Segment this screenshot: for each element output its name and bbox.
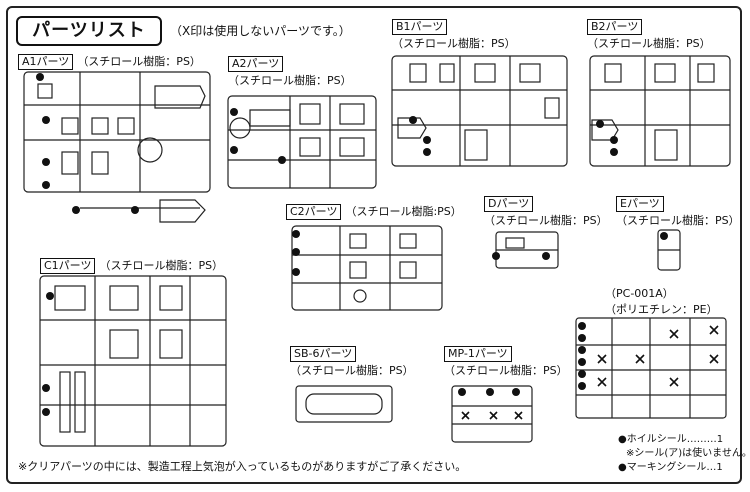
section-c2-material: （スチロール樹脂:PS） (345, 205, 462, 218)
section-c2-label: C2パーツ（スチロール樹脂:PS） (286, 203, 462, 220)
section-mp1-label: MP-1パーツ （スチロール樹脂：PS） (444, 346, 568, 378)
sprue-d (495, 231, 559, 269)
section-e-material: （スチロール樹脂：PS） (616, 214, 740, 227)
section-sb6-label: SB-6パーツ （スチロール樹脂：PS） (290, 346, 414, 378)
section-b1-material: （スチロール樹脂：PS） (392, 37, 516, 50)
section-c2-tag: C2パーツ (286, 204, 342, 220)
section-c1-tag: C1パーツ (40, 258, 96, 274)
section-d-label: Dパーツ （スチロール樹脂：PS） (484, 196, 608, 228)
section-b2-material: （スチロール樹脂：PS） (587, 37, 711, 50)
unused-part-x-marks (461, 325, 719, 420)
sprue-b1 (391, 55, 568, 167)
section-d-material: （スチロール樹脂：PS） (484, 214, 608, 227)
sprue-c1 (39, 275, 227, 447)
section-b2-label: B2パーツ （スチロール樹脂：PS） (587, 19, 711, 51)
part-number-markers (36, 73, 668, 416)
sprue-a2 (227, 95, 377, 189)
page-subtitle: （X印は使用しないパーツです。） (170, 24, 351, 38)
sprue-e (657, 229, 681, 271)
section-a2-label: A2パーツ （スチロール樹脂：PS） (228, 56, 352, 88)
sprue-c2 (291, 225, 443, 311)
sprue-mp1 (451, 385, 533, 443)
sprue-sb6 (295, 385, 393, 423)
sprue-pc001a (575, 317, 727, 419)
section-a1-label: A1パーツ（スチロール樹脂：PS） (18, 53, 201, 70)
section-pc-material: （ポリエチレン：PE） (605, 303, 718, 316)
section-b1-label: B1パーツ （スチロール樹脂：PS） (392, 19, 516, 51)
section-c1-material: （スチロール樹脂：PS） (99, 259, 224, 272)
marking-seal-item: ●マーキングシール…1 (618, 462, 723, 473)
seal-note: ※シール(ア)は使いません。 (626, 448, 750, 459)
sprue-b2 (589, 55, 731, 167)
section-pc-tag: （PC-001A） (605, 287, 674, 300)
section-sb6-material: （スチロール樹脂：PS） (290, 364, 414, 377)
page-frame (6, 6, 742, 484)
section-a1-material: （スチロール樹脂：PS） (77, 55, 201, 68)
section-a1-tag: A1パーツ (18, 54, 74, 70)
section-a2-material: （スチロール樹脂：PS） (228, 74, 352, 87)
section-mp1-material: （スチロール樹脂：PS） (444, 364, 568, 377)
wheel-seal-item: ●ホイルシール………1 (618, 434, 724, 445)
footnote: ※クリアパーツの中には、製造工程上気泡が入っているものがありますがご了承ください… (18, 460, 467, 473)
section-c1-label: C1パーツ（スチロール樹脂：PS） (40, 257, 223, 274)
section-e-label: Eパーツ （スチロール樹脂：PS） (616, 196, 740, 228)
page-title: パーツリスト (16, 16, 162, 46)
sprue-a1 (23, 71, 211, 223)
section-pc-label: （PC-001A） （ポリエチレン：PE） (605, 285, 718, 317)
